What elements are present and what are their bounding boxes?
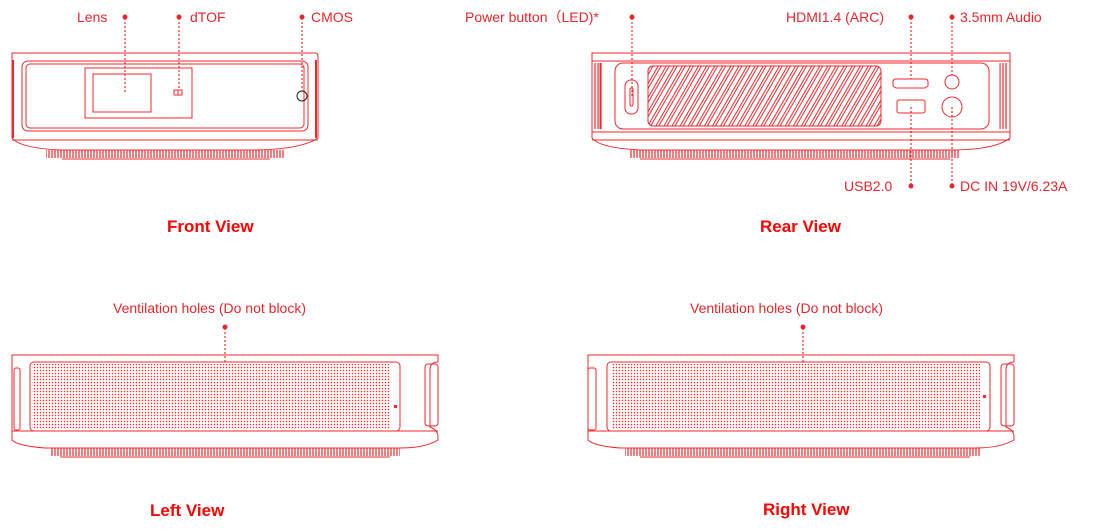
audio-label: 3.5mm Audio bbox=[960, 9, 1042, 25]
dc-in-label: DC IN 19V/6.23A bbox=[960, 178, 1068, 194]
rear-view-drawing bbox=[591, 52, 1011, 160]
dtof-label: dTOF bbox=[190, 9, 226, 25]
rear-callout-lines bbox=[631, 18, 953, 185]
cmos-sensor bbox=[296, 90, 308, 102]
right-vent-label: Ventilation holes (Do not block) bbox=[690, 300, 883, 316]
front-callout-dots bbox=[122, 14, 305, 20]
left-vent-callout-dot bbox=[222, 324, 228, 330]
front-view-title: Front View bbox=[167, 217, 254, 236]
left-vent-label: Ventilation holes (Do not block) bbox=[113, 300, 306, 316]
power-button-label: Power button（LED)* bbox=[465, 9, 599, 25]
hdmi-label: HDMI1.4 (ARC) bbox=[786, 9, 885, 25]
right-view-title: Right View bbox=[763, 500, 850, 519]
right-view-drawing bbox=[587, 354, 1015, 458]
cmos-label: CMOS bbox=[311, 9, 353, 25]
rear-view-title: Rear View bbox=[760, 217, 841, 236]
usb-label: USB2.0 bbox=[844, 178, 893, 194]
lens-label: Lens bbox=[77, 9, 108, 25]
left-view-drawing bbox=[11, 354, 439, 458]
rear-callout-dots bbox=[629, 14, 955, 189]
front-view-drawing bbox=[11, 52, 319, 160]
left-view-title: Left View bbox=[150, 501, 225, 520]
right-vent-callout-dot bbox=[800, 324, 806, 330]
front-callout-lines bbox=[124, 18, 303, 93]
